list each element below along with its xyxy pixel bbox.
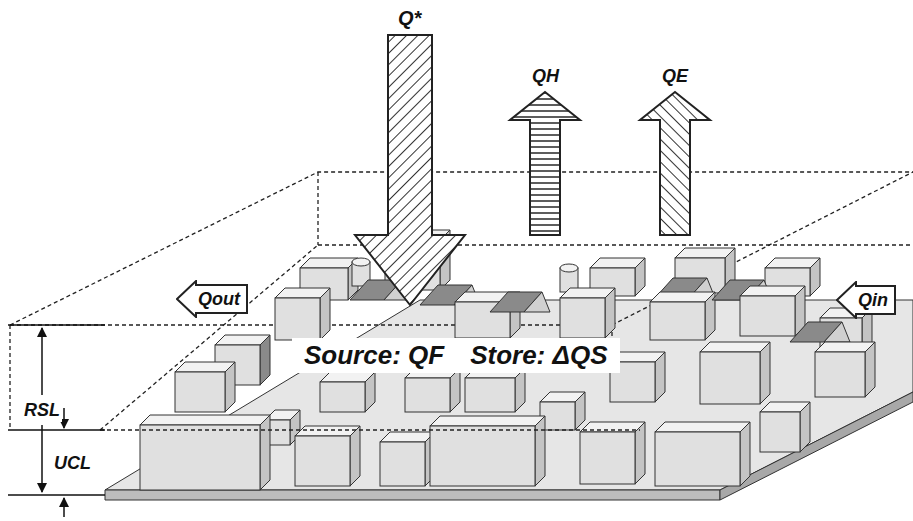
sensible-heat-arrow xyxy=(510,92,580,235)
flux-label: QH xyxy=(532,66,559,87)
source-store-band: Source: QF Store: ΔQS xyxy=(292,338,620,373)
flux-label: Q* xyxy=(398,7,421,30)
node-text: Qout xyxy=(198,289,240,310)
node-text: Source: QF xyxy=(304,340,444,371)
layer-label: UCL xyxy=(54,453,91,474)
latent-heat-arrow xyxy=(640,92,710,235)
layer-label: RSL xyxy=(22,399,62,422)
net-radiation-arrow xyxy=(355,35,465,305)
advection-in-arrow: Qin xyxy=(836,281,896,319)
node-text: Store: ΔQS xyxy=(470,340,607,371)
node-text: Qin xyxy=(858,290,888,311)
flux-label: QE xyxy=(662,66,688,87)
advection-out-arrow: Qout xyxy=(176,280,248,318)
